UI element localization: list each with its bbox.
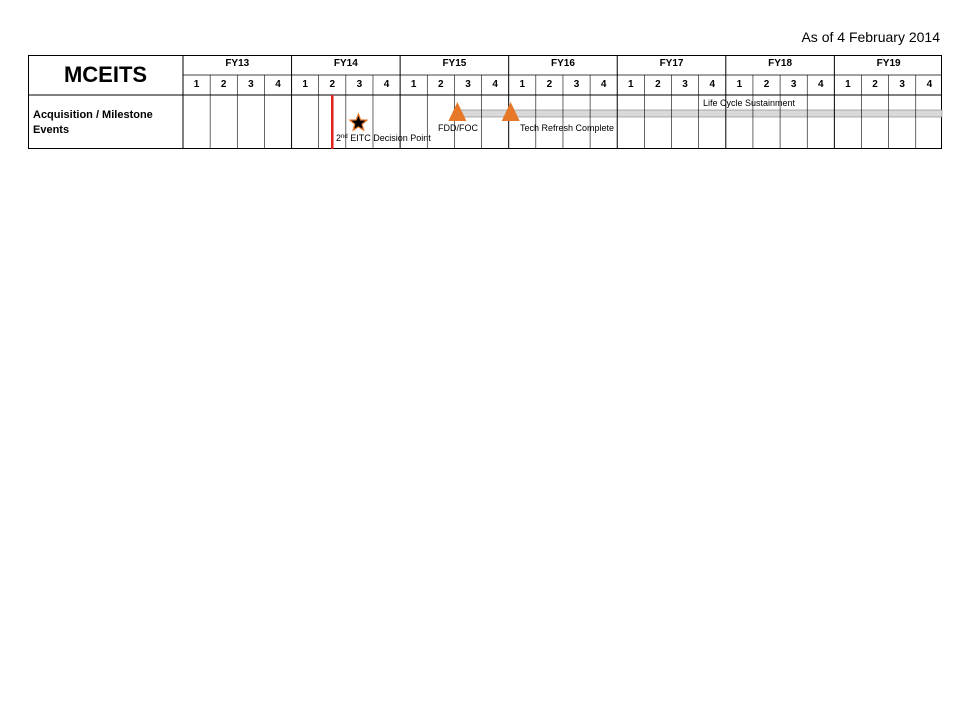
- quarter-label: 1: [519, 79, 526, 90]
- quarter-label: 1: [845, 79, 851, 90]
- row-label-acquisition: Acquisition / Milestone Events: [33, 109, 153, 136]
- decision-point-text: EITC Decision Point: [347, 133, 431, 143]
- decision-point-ordinal: 2: [336, 133, 342, 143]
- quarter-label: 3: [790, 79, 797, 90]
- quarter-label: 4: [383, 79, 390, 90]
- quarter-label: 1: [410, 79, 417, 90]
- quarter-label: 4: [926, 79, 933, 90]
- tech-refresh-triangle-icon: [501, 102, 520, 121]
- quarter-label: 3: [682, 79, 688, 90]
- tech-refresh-label: Tech Refresh Complete: [520, 123, 615, 133]
- quarter-label: 1: [736, 79, 743, 90]
- fdd-foc-label: FDD/FOC: [438, 123, 478, 133]
- quarter-label: 4: [275, 79, 281, 90]
- quarter-label: 3: [465, 79, 471, 90]
- fy-label-fy13: FY13: [225, 58, 250, 69]
- decision-point-star-icon: [348, 112, 369, 132]
- fy-label-fy15: FY15: [442, 58, 467, 69]
- as-of-date: As of 4 February 2014: [801, 29, 940, 45]
- quarter-label: 3: [356, 79, 363, 90]
- quarter-label: 1: [628, 79, 634, 90]
- quarter-label: 2: [329, 79, 336, 90]
- schedule-chart: MCEITS Acquisition / Milestone Events FY…: [28, 55, 943, 149]
- fy-label-fy14: FY14: [333, 58, 358, 69]
- fy-label-fy18: FY18: [768, 58, 793, 69]
- quarter-label: 2: [546, 79, 553, 90]
- decision-point-label: 2nd EITC Decision Point: [336, 134, 431, 143]
- quarter-label: 3: [248, 79, 254, 90]
- schedule-grid: [28, 55, 943, 149]
- fy-label-fy16: FY16: [551, 58, 575, 69]
- quarter-label: 1: [302, 79, 308, 90]
- chart-border: [28, 55, 942, 149]
- quarter-label: 1: [193, 79, 200, 90]
- quarter-label: 4: [600, 79, 607, 90]
- quarter-label: 3: [573, 79, 580, 90]
- quarter-label: 4: [709, 79, 715, 90]
- program-title: MCEITS: [63, 62, 148, 87]
- quarter-label: 2: [872, 79, 878, 90]
- fy-label-fy17: FY17: [659, 58, 684, 69]
- quarter-label: 4: [492, 79, 498, 90]
- decision-point-ordinal-suffix: nd: [341, 134, 348, 140]
- quarter-label: 2: [438, 79, 444, 90]
- quarter-label: 2: [763, 79, 770, 90]
- sustainment-label: Life Cycle Sustainment: [703, 98, 796, 108]
- quarter-label: 2: [655, 79, 661, 90]
- quarter-label: 4: [818, 79, 824, 90]
- fdd-foc-triangle-icon: [448, 102, 467, 121]
- fy-label-fy19: FY19: [876, 58, 901, 69]
- sustainment-bar: [458, 109, 943, 118]
- quarter-label: 2: [220, 79, 227, 90]
- quarter-label: 3: [899, 79, 905, 90]
